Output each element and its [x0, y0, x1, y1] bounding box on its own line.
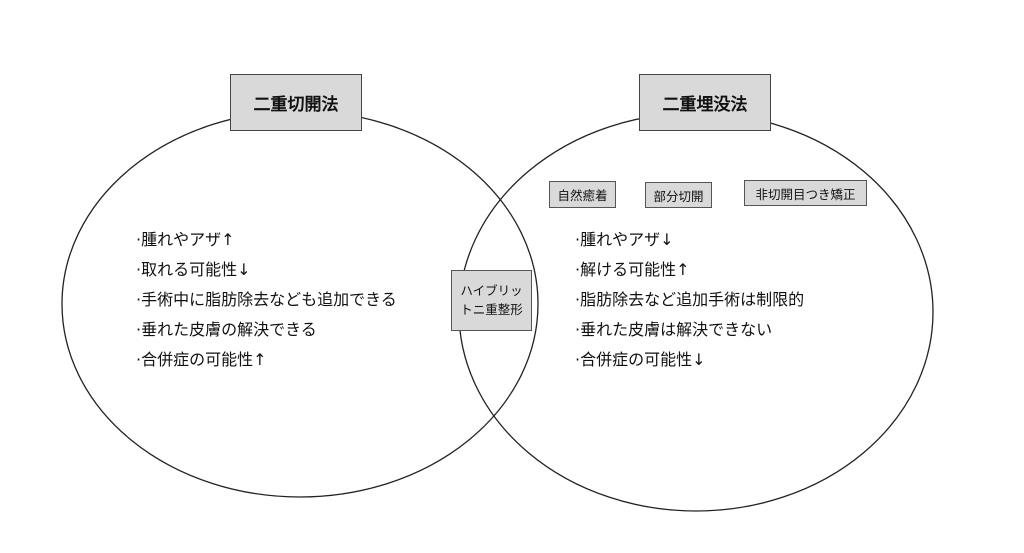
- left-set-title: 二重切開法: [230, 74, 362, 131]
- right-tag-partial-incision: 部分切開: [645, 182, 712, 208]
- list-item: ·垂れた皮膚は解決できない: [575, 320, 773, 339]
- list-item: ·腫れやアザ↑: [136, 230, 235, 249]
- list-item: ·垂れた皮膚の解決できる: [136, 320, 317, 339]
- right-tag-natural-adhesion: 自然癒着: [549, 181, 616, 208]
- intersection-label: ハイブリットニ重整形: [451, 270, 532, 331]
- list-item: ·手術中に脂肪除去なども追加できる: [136, 290, 397, 309]
- list-item: ·取れる可能性↓: [136, 260, 251, 279]
- right-tag-non-incision-ptosis: 非切開目つき矯正: [744, 180, 867, 206]
- list-item: ·合併症の可能性↑: [136, 350, 267, 369]
- list-item: ·脂肪除去など追加手術は制限的: [575, 290, 805, 309]
- right-set-list: ·腫れやアザ↓ ·解ける可能性↑ ·脂肪除去など追加手術は制限的 ·垂れた皮膚は…: [575, 225, 804, 375]
- right-set-title: 二重埋没法: [639, 74, 771, 131]
- list-item: ·合併症の可能性↓: [575, 350, 706, 369]
- left-set-list: ·腫れやアザ↑ ·取れる可能性↓ ·手術中に脂肪除去なども追加できる ·垂れた皮…: [136, 225, 397, 375]
- list-item: ·解ける可能性↑: [575, 260, 690, 279]
- list-item: ·腫れやアザ↓: [575, 230, 674, 249]
